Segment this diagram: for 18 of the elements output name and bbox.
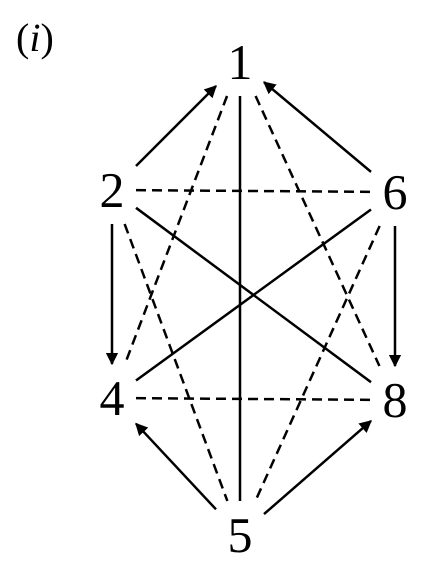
arrow <box>388 226 402 368</box>
arrow <box>135 422 217 510</box>
arrow <box>263 81 372 173</box>
vertex-label: 6 <box>375 166 415 218</box>
vertex-label: 1 <box>220 36 260 88</box>
connector-line <box>254 95 381 367</box>
vertex-label: 8 <box>375 374 415 426</box>
arrow <box>106 224 118 366</box>
arrow <box>135 85 217 167</box>
connector-line <box>238 96 242 501</box>
panel-label: (i) <box>16 18 54 58</box>
vertex-label: 2 <box>92 164 132 216</box>
vertex-label: 5 <box>220 509 260 561</box>
arrow <box>263 420 372 516</box>
connector-line <box>136 188 371 194</box>
connector-line <box>136 396 371 402</box>
vertex-label: 4 <box>92 372 132 424</box>
connector-line <box>123 224 229 502</box>
